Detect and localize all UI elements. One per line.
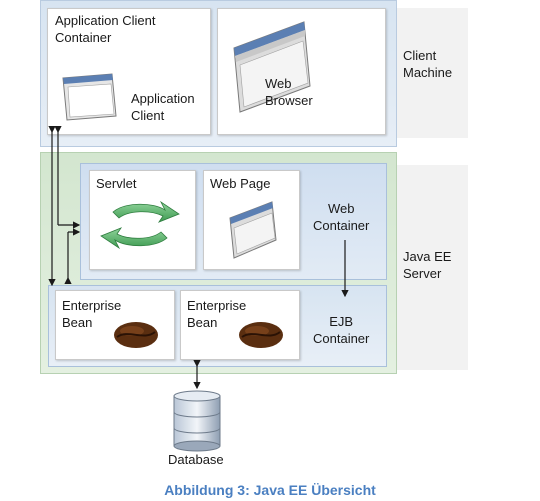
enterprise-bean-label-1: Enterprise Bean: [62, 298, 122, 330]
enterprise-bean-card-1: [55, 290, 175, 360]
enterprise-bean-card-2: [180, 290, 300, 360]
client-machine-label: Client Machine: [403, 48, 453, 80]
servlet-cycle-icon: [95, 198, 185, 253]
servlet-card: [89, 170, 196, 270]
web-page-icon: [228, 200, 278, 260]
application-client-label: Application Client: [131, 91, 195, 123]
web-browser-label: Web Browser: [265, 76, 313, 108]
web-page-label: Web Page: [210, 176, 271, 191]
coffee-bean-icon: [237, 320, 285, 350]
enterprise-bean-label-2: Enterprise Bean: [187, 298, 247, 330]
database-icon: [172, 390, 222, 452]
servlet-label: Servlet: [96, 176, 137, 191]
database-label: Database: [168, 452, 224, 467]
client-tier-band: [388, 8, 468, 138]
application-window-icon: [60, 72, 120, 122]
coffee-bean-icon: [112, 320, 160, 350]
server-tier-band: [395, 165, 468, 370]
application-client-container-label: Application Client Container: [55, 13, 156, 45]
browser-window-icon: [232, 20, 312, 115]
web-container-label: Web Container: [313, 201, 370, 233]
figure-caption: Abbildung 3: Java EE Übersicht: [164, 482, 376, 498]
java-ee-server-label: Java EE Server: [403, 249, 452, 281]
ejb-container-label: EJB Container: [313, 314, 370, 346]
